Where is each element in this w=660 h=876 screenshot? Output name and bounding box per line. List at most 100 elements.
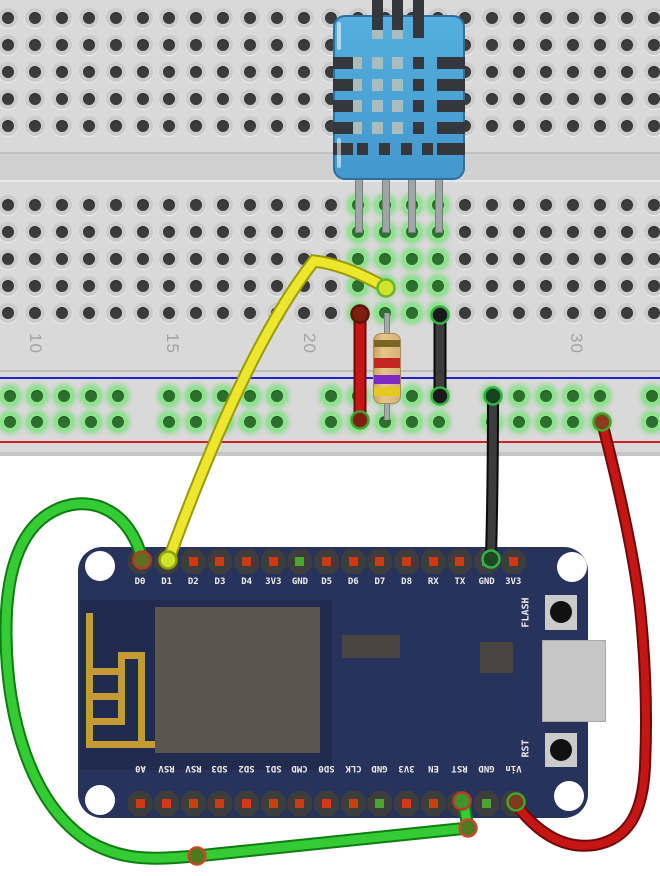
pin-top-gnd-13[interactable] bbox=[474, 549, 500, 574]
sensor-body bbox=[333, 15, 465, 180]
pin-top-d8-10[interactable] bbox=[394, 549, 420, 574]
breadboard-hole bbox=[616, 303, 637, 323]
breadboard-hole bbox=[589, 89, 610, 109]
breadboard-hole bbox=[240, 89, 261, 109]
pin-top-gnd-6[interactable] bbox=[287, 549, 313, 574]
sensor-vent bbox=[413, 79, 424, 91]
pin-top-d6-8[interactable] bbox=[340, 549, 366, 574]
pin-bottom-en-11[interactable] bbox=[420, 791, 446, 816]
breadboard-hole-connected bbox=[266, 386, 287, 406]
pin-top-rx-11[interactable] bbox=[420, 549, 446, 574]
pin-bottom-a0-0[interactable] bbox=[127, 791, 153, 816]
pin-bottom-sd0-7[interactable] bbox=[314, 791, 340, 816]
breadboard-hole bbox=[78, 8, 99, 28]
pin-bottom-rsv-1[interactable] bbox=[154, 791, 180, 816]
breadboard-hole bbox=[51, 116, 72, 136]
breadboard-hole bbox=[51, 195, 72, 215]
breadboard-hole bbox=[320, 222, 341, 242]
pin-top-d0-0[interactable] bbox=[127, 549, 153, 574]
breadboard-hole bbox=[186, 222, 207, 242]
breadboard-hole bbox=[267, 303, 287, 323]
pin-top-d4-4[interactable] bbox=[234, 549, 260, 574]
pin-top-d1-1[interactable] bbox=[154, 549, 180, 574]
pin-bottom-sd1-5[interactable] bbox=[260, 791, 286, 816]
pin-bottom-gnd-13[interactable] bbox=[474, 791, 500, 816]
breadboard-hole-connected bbox=[642, 386, 660, 406]
pin-bottom-sd2-4[interactable] bbox=[234, 791, 260, 816]
breadboard-hole bbox=[267, 62, 287, 82]
breadboard-hole bbox=[643, 35, 660, 55]
pin-top-d7-9[interactable] bbox=[367, 549, 393, 574]
breadboard-hole bbox=[482, 222, 503, 242]
pin-contact bbox=[268, 557, 278, 566]
mounting-hole bbox=[85, 551, 115, 581]
breadboard-hole-connected bbox=[159, 386, 179, 406]
sensor-vent bbox=[333, 143, 353, 155]
breadboard-hole bbox=[643, 303, 660, 323]
wire-endpoint[interactable] bbox=[187, 846, 207, 866]
pin-label-d3: D3 bbox=[214, 577, 226, 587]
breadboard-hole bbox=[105, 222, 126, 242]
breadboard-hole bbox=[51, 303, 72, 323]
breadboard-hole bbox=[455, 222, 476, 242]
sensor-vent bbox=[372, 100, 383, 112]
breadboard-hole bbox=[0, 116, 18, 136]
breadboard-hole bbox=[159, 62, 180, 82]
breadboard-hole bbox=[643, 8, 660, 28]
pin-bottom-rst-12[interactable] bbox=[447, 791, 473, 816]
pin-bottom-sd3-3[interactable] bbox=[207, 791, 233, 816]
breadboard-hole bbox=[509, 303, 530, 323]
breadboard-hole-connected bbox=[159, 412, 179, 432]
breadboard-hole bbox=[536, 249, 556, 269]
pin-contact bbox=[135, 557, 145, 566]
sensor-vent bbox=[392, 57, 403, 69]
pin-top-d2-2[interactable] bbox=[180, 549, 206, 574]
breadboard-hole bbox=[213, 195, 234, 215]
breadboard-hole bbox=[482, 8, 503, 28]
breadboard-hole bbox=[616, 276, 637, 296]
pin-bottom-rsv-2[interactable] bbox=[180, 791, 206, 816]
pin-bottom-cmd-6[interactable] bbox=[287, 791, 313, 816]
breadboard-hole-connected bbox=[212, 386, 233, 406]
pin-top-3v3-5[interactable] bbox=[260, 549, 286, 574]
breadboard-hole bbox=[24, 35, 45, 55]
breadboard-hole bbox=[482, 249, 503, 269]
breadboard-hole bbox=[643, 62, 660, 82]
breadboard-hole bbox=[240, 249, 261, 269]
resistor-band bbox=[374, 387, 400, 396]
breadboard-hole-connected bbox=[347, 249, 368, 269]
breadboard-hole bbox=[0, 276, 18, 296]
breadboard-hole bbox=[186, 35, 207, 55]
breadboard-hole bbox=[51, 8, 72, 28]
flash-button[interactable] bbox=[545, 595, 577, 630]
pin-bottom-gnd-9[interactable] bbox=[367, 791, 393, 816]
breadboard-hole bbox=[132, 276, 153, 296]
pin-label-d0: D0 bbox=[134, 577, 146, 587]
sensor-vent bbox=[413, 57, 424, 69]
pin-bottom-vin-14[interactable] bbox=[500, 791, 526, 816]
breadboard-hole-connected bbox=[401, 276, 422, 296]
breadboard-hole bbox=[24, 62, 45, 82]
pin-bottom-clk-8[interactable] bbox=[340, 791, 366, 816]
pin-top-d5-7[interactable] bbox=[314, 549, 340, 574]
breadboard-hole-connected bbox=[321, 386, 341, 406]
wire-endpoint[interactable] bbox=[458, 818, 478, 838]
pin-contact bbox=[188, 799, 198, 808]
breadboard-hole bbox=[616, 116, 637, 136]
breadboard-hole-connected bbox=[589, 386, 610, 406]
pin-bottom-3v3-10[interactable] bbox=[394, 791, 420, 816]
breadboard-hole-connected bbox=[401, 386, 422, 406]
pin-top-3v3-14[interactable] bbox=[500, 549, 526, 574]
breadboard-hole-connected bbox=[347, 412, 368, 432]
pin-top-d3-3[interactable] bbox=[207, 549, 233, 574]
sensor-vent bbox=[372, 0, 383, 38]
pin-contact bbox=[402, 557, 412, 566]
pin-top-tx-12[interactable] bbox=[447, 549, 473, 574]
breadboard-hole bbox=[293, 222, 314, 242]
breadboard-hole bbox=[482, 35, 503, 55]
breadboard-hole bbox=[186, 62, 207, 82]
pin-contact bbox=[375, 799, 385, 808]
rst-button[interactable] bbox=[545, 733, 577, 767]
